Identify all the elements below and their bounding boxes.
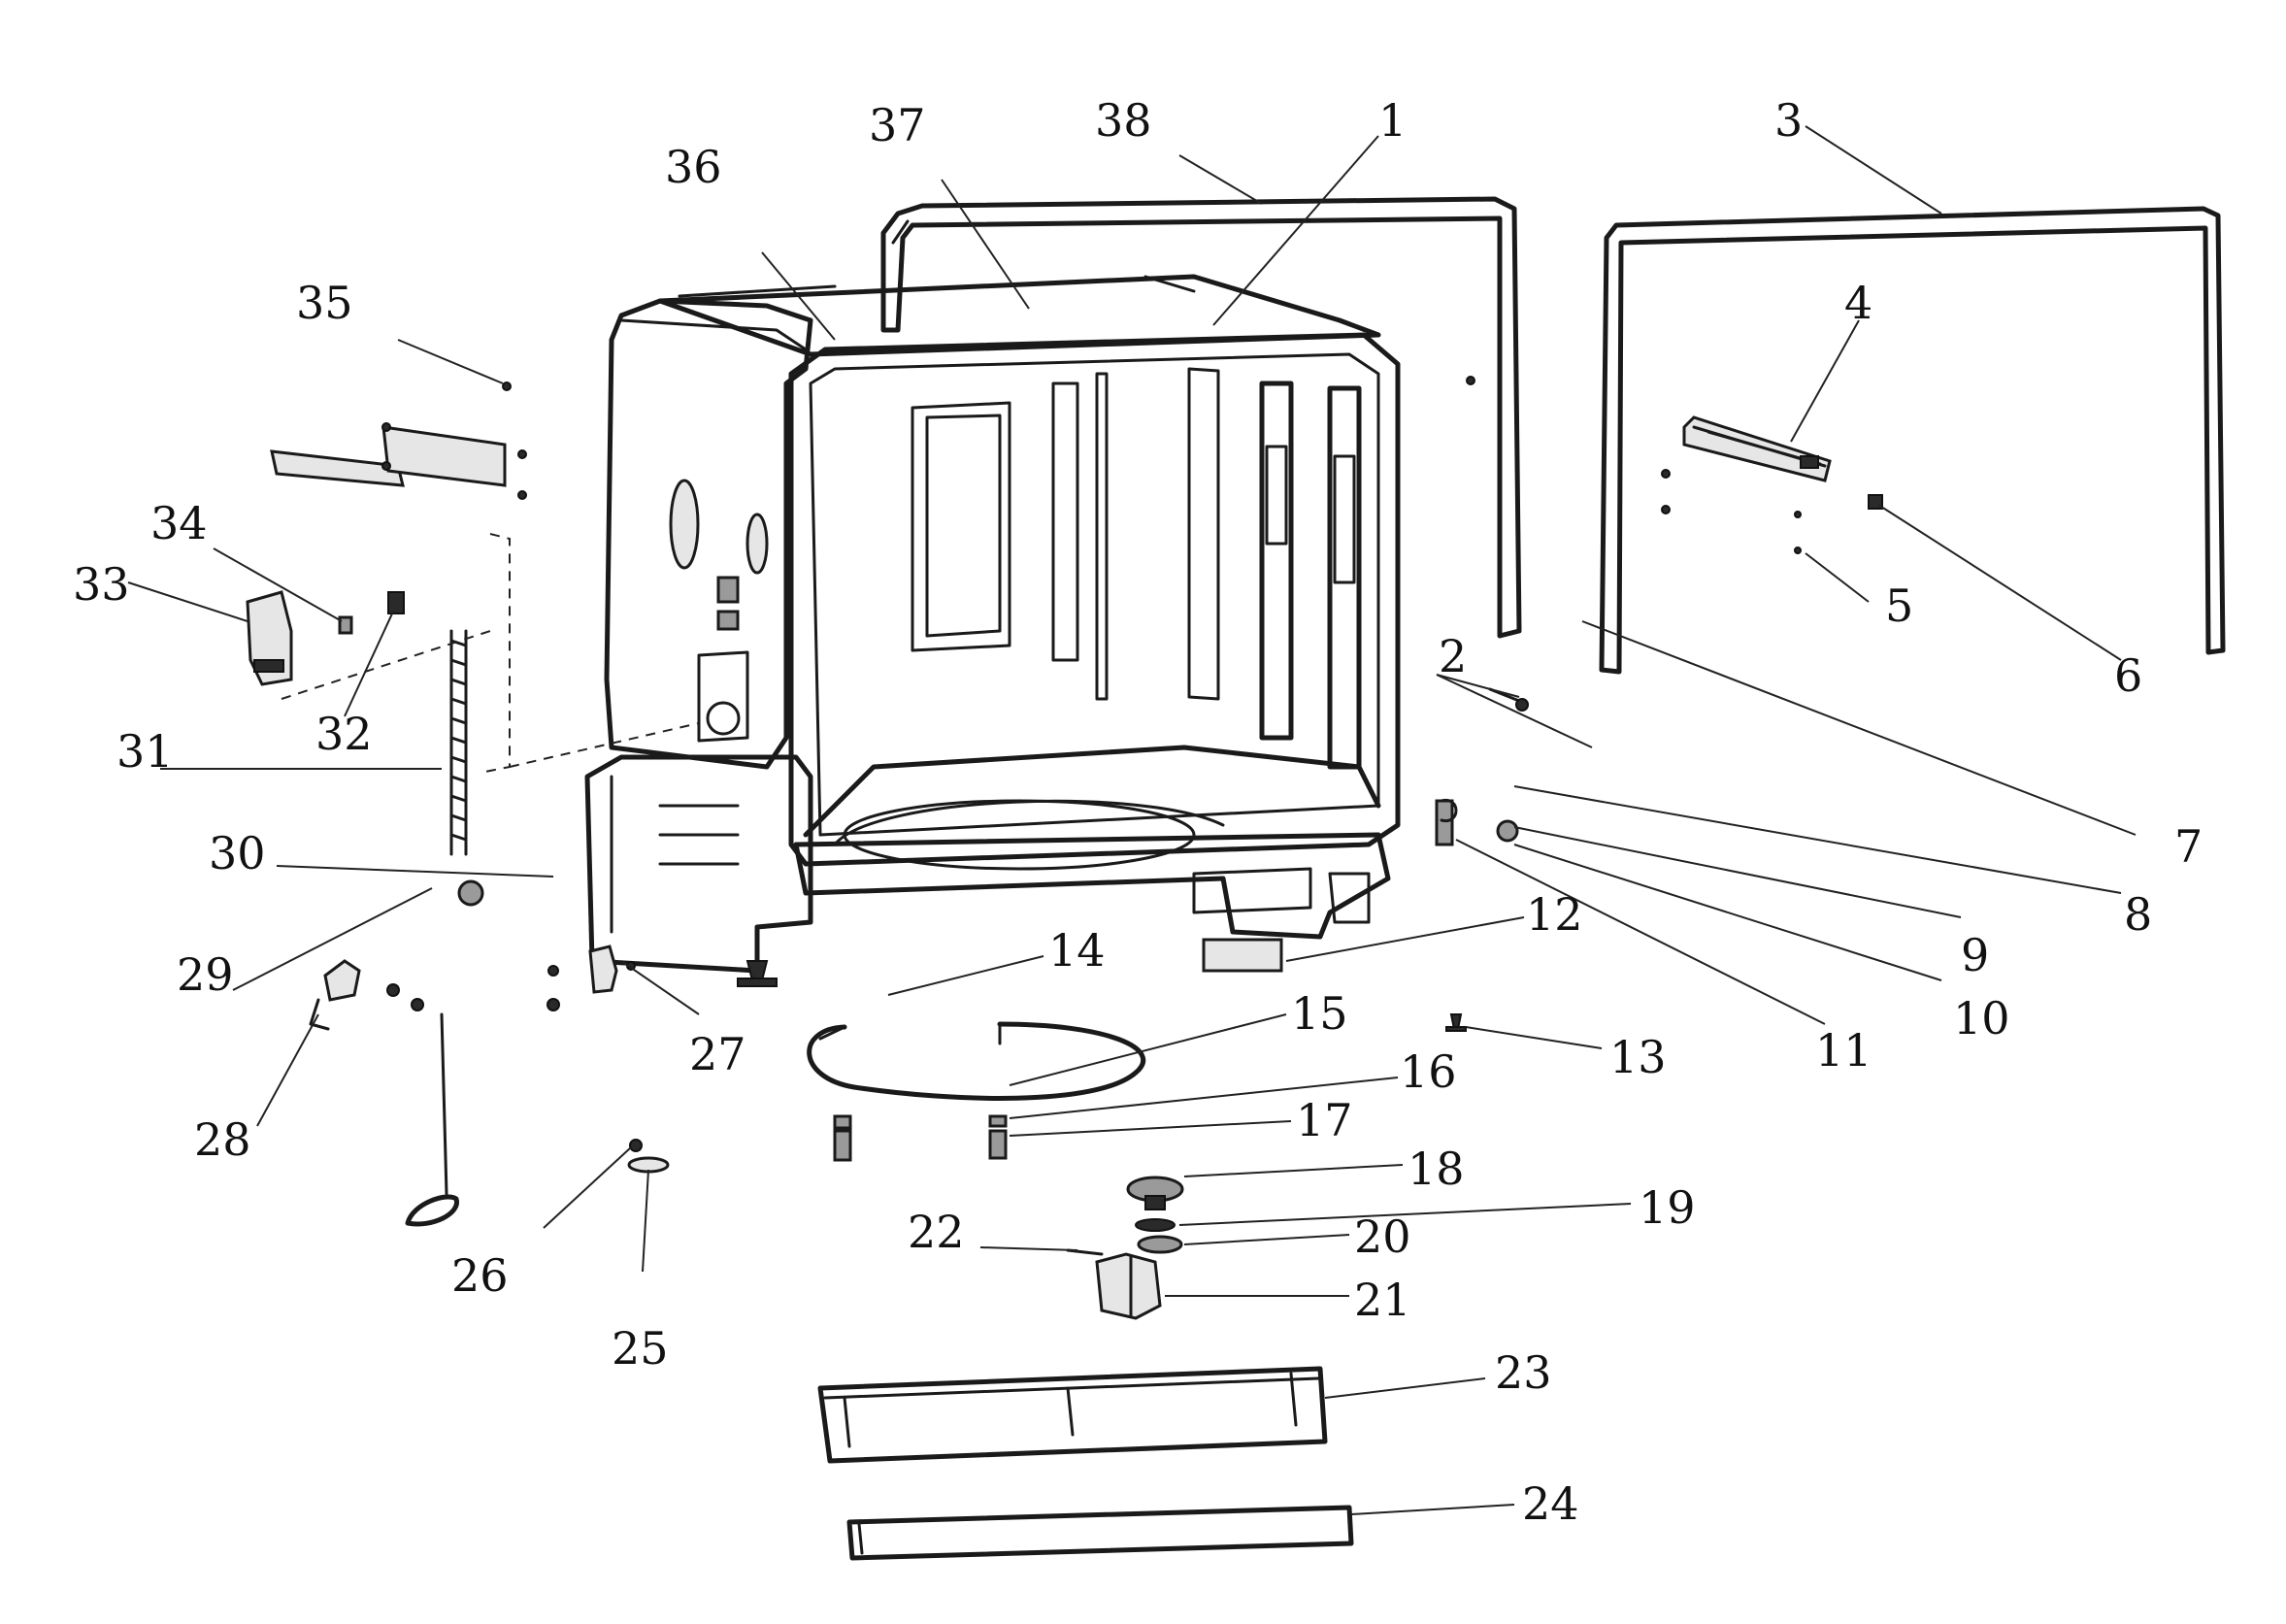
callout-24: 24 xyxy=(1522,1477,1579,1530)
callout-8: 8 xyxy=(2124,888,2152,941)
callout-34: 34 xyxy=(150,497,208,549)
callout-1: 1 xyxy=(1378,94,1407,147)
callout-38: 38 xyxy=(1095,94,1152,147)
callout-27: 27 xyxy=(689,1028,746,1080)
callout-33: 33 xyxy=(73,558,130,611)
callout-16: 16 xyxy=(1400,1045,1457,1098)
kickplate-24 xyxy=(846,1505,1354,1561)
pump-assembly xyxy=(1066,1176,1184,1320)
callout-4: 4 xyxy=(1844,277,1872,329)
door-gasket-38 xyxy=(880,196,1522,639)
hose-assembly-14 xyxy=(807,1021,1146,1162)
callout-7: 7 xyxy=(2174,820,2203,873)
callout-17: 17 xyxy=(1296,1094,1353,1146)
callout-36: 36 xyxy=(665,141,722,193)
kickplate-23 xyxy=(817,1366,1328,1464)
door-seal-3 xyxy=(1599,206,2226,675)
callout-29: 29 xyxy=(177,948,234,1001)
callout-20: 20 xyxy=(1354,1210,1411,1263)
callout-10: 10 xyxy=(1953,992,2010,1044)
callout-30: 30 xyxy=(209,827,266,879)
callout-19: 19 xyxy=(1639,1181,1696,1234)
hinge-bracket-4 xyxy=(1661,415,1883,554)
callout-21: 21 xyxy=(1354,1274,1411,1326)
callout-13: 13 xyxy=(1609,1031,1667,1083)
callout-15: 15 xyxy=(1291,987,1348,1040)
callout-28: 28 xyxy=(194,1113,251,1166)
left-small-parts xyxy=(246,381,700,1227)
leader-lines xyxy=(127,125,2137,1515)
callout-9: 9 xyxy=(1961,929,1989,981)
callout-22: 22 xyxy=(908,1206,965,1258)
callout-31: 31 xyxy=(116,725,174,778)
callout-37: 37 xyxy=(869,99,926,151)
callout-labels: 1 2 3 4 5 6 7 8 9 10 11 12 13 14 15 16 1… xyxy=(73,94,2203,1530)
callout-5: 5 xyxy=(1885,580,1913,632)
callout-18: 18 xyxy=(1408,1143,1465,1195)
callout-25: 25 xyxy=(612,1322,669,1375)
callout-32: 32 xyxy=(315,708,373,760)
callout-2: 2 xyxy=(1439,630,1467,682)
callout-26: 26 xyxy=(451,1249,509,1302)
right-small-parts xyxy=(1202,376,1529,1032)
callout-11: 11 xyxy=(1815,1024,1872,1077)
callout-12: 12 xyxy=(1526,888,1583,941)
callout-35: 35 xyxy=(296,277,353,329)
callout-6: 6 xyxy=(2114,649,2142,702)
callout-3: 3 xyxy=(1774,94,1803,147)
callout-23: 23 xyxy=(1495,1346,1552,1399)
callout-14: 14 xyxy=(1048,924,1106,977)
tub-assembly xyxy=(584,274,1401,987)
